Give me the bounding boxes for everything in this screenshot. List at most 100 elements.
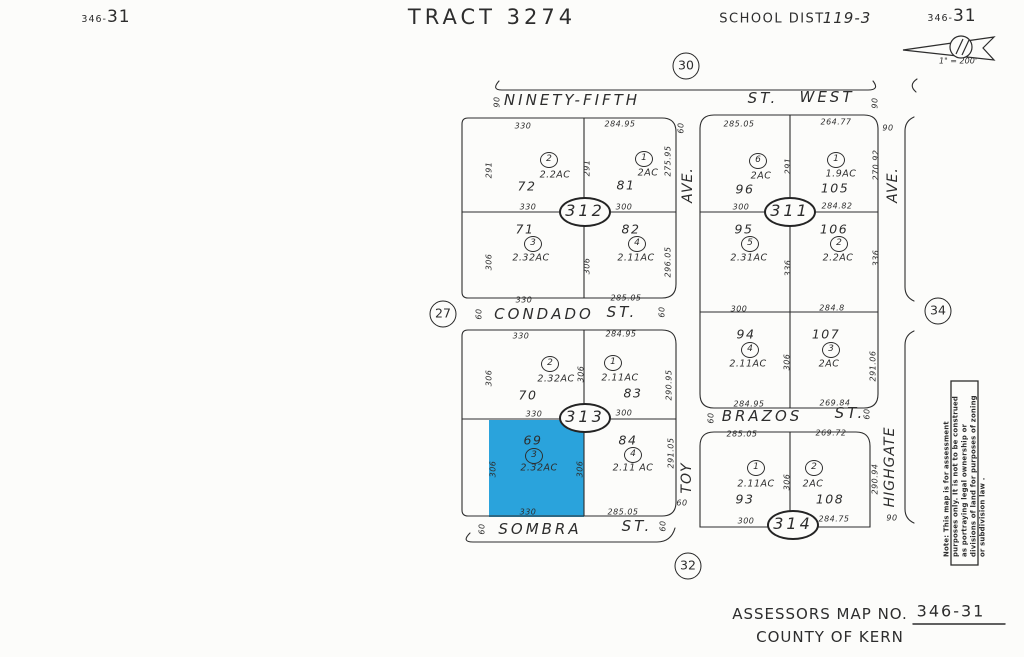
street-width: 60 [658, 520, 668, 532]
parcel-lot-number: 84 [618, 432, 638, 448]
parcel-acreage: 1.9AC [825, 168, 857, 180]
dimension: 284.75 [818, 514, 850, 524]
county-label: COUNTY OF KERN [756, 628, 904, 646]
parcel-seq-circle: 2 [540, 152, 558, 168]
assessors-map-label: ASSESSORS MAP NO. [732, 605, 908, 623]
dimension: 269.72 [815, 428, 847, 438]
parcel-acreage: 2AC [802, 478, 824, 490]
page-title: TRACT 3274 [407, 5, 577, 29]
dimension: 300 [615, 408, 633, 418]
parcel-acreage: 2.2AC [822, 252, 854, 264]
parcel-lot-number: 83 [623, 385, 643, 401]
parcel-lot-number: 71 [515, 221, 535, 237]
dimension: 284.95 [605, 329, 637, 339]
note-box-border [950, 380, 979, 566]
parcel-seq-circle: 2 [541, 356, 559, 372]
street-width: 90 [882, 123, 894, 133]
dimension: 285.05 [723, 119, 755, 129]
parcel-lot-number: 106 [819, 221, 849, 237]
map-number-suffix: 31 [952, 6, 977, 26]
parcel-acreage: 2.11 AC [612, 462, 654, 474]
block-312-outline [461, 117, 677, 299]
parcel-seq-circle: 5 [741, 236, 759, 252]
dimension: 306 [484, 253, 494, 271]
parcel-seq-circle: 1 [747, 460, 765, 476]
street-ref-circle: 32 [674, 552, 702, 580]
block-number: 314 [767, 510, 819, 540]
parcel-acreage: 2.32AC [512, 252, 550, 264]
dimension: 306 [782, 353, 792, 371]
map-number-suffix: 31 [106, 7, 131, 27]
block-313-outline [461, 329, 677, 517]
dimension: 291 [484, 161, 494, 179]
parcel-seq-circle: 1 [604, 355, 622, 371]
street-type: ST. [747, 89, 779, 107]
parcel-seq-circle: 3 [524, 236, 542, 252]
parcel-acreage: 2.32AC [520, 462, 558, 474]
dimension: 306 [782, 473, 792, 491]
parcel-lot-number: 93 [735, 491, 755, 507]
dimension: 306 [484, 369, 494, 387]
dimension: 306 [488, 460, 498, 478]
block-number: 313 [559, 403, 611, 433]
dimension: 300 [732, 202, 750, 212]
dimension: 284.95 [733, 399, 765, 409]
parcel-seq-circle: 1 [827, 152, 845, 168]
dimension: 275.95 [663, 145, 673, 177]
dimension: 291.06 [868, 350, 878, 382]
dimension: 336 [783, 259, 793, 277]
dimension: 330 [519, 202, 537, 212]
dimension: 300 [615, 202, 633, 212]
dimension: 306 [576, 365, 586, 383]
dimension: 306 [582, 257, 592, 275]
dimension: 291 [582, 159, 592, 177]
map-number-top-right: 346-31 [927, 6, 976, 26]
street-name: BRAZOS [721, 407, 803, 425]
dimension: 291.05 [666, 437, 676, 469]
parcel-seq-circle: 4 [624, 447, 642, 463]
street-line-highgate-south [904, 330, 915, 524]
parcel-acreage: 2AC [750, 170, 772, 182]
parcel-seq-circle: 3 [525, 448, 543, 464]
dimension: 330 [525, 409, 543, 419]
map-number-prefix: 346- [81, 14, 107, 25]
dimension: 330 [515, 295, 533, 305]
dimension: 284.8 [819, 303, 845, 313]
parcel-acreage: 2.11AC [737, 478, 775, 490]
street-width: 60 [657, 306, 667, 318]
parcel-acreage: 2.31AC [730, 252, 768, 264]
parcel-lot-number: 108 [815, 491, 845, 507]
street-line-highgate-north [904, 116, 915, 302]
street-width: 60 [676, 122, 686, 134]
dimension: 300 [737, 516, 755, 526]
parcel-lot-number: 81 [616, 177, 636, 193]
block-314-outline [699, 431, 871, 528]
street-type: ST. [606, 303, 638, 321]
street-type: ST. [834, 404, 866, 422]
parcel-acreage: 2AC [637, 167, 659, 179]
parcel-lot-number: 72 [517, 178, 537, 194]
street-suffix: WEST [799, 88, 855, 106]
dimension: 306 [575, 460, 585, 478]
parcel-lot-number: 105 [820, 180, 850, 196]
parcel-lot-number: 69 [523, 432, 543, 448]
street-name: HIGHGATE [882, 426, 898, 508]
street-type: AVE. [885, 167, 901, 203]
parcel-seq-circle: 2 [805, 460, 823, 476]
parcel-lot-number: 96 [735, 181, 755, 197]
school-district-label: SCHOOL DIST [719, 11, 825, 27]
parcel-seq-circle: 4 [741, 342, 759, 358]
parcel-lot-number: 94 [736, 326, 756, 342]
parcel-acreage: 2.2AC [539, 169, 571, 181]
scale-note: 1" = 200' [938, 56, 978, 66]
parcel-seq-circle: 4 [628, 236, 646, 252]
dimension: 284.82 [821, 201, 853, 211]
parcel-seq-circle: 1 [635, 151, 653, 167]
selected-parcel-highlight[interactable] [489, 420, 584, 517]
parcel-seq-circle: 2 [830, 236, 848, 252]
parcel-lot-number: 95 [734, 221, 754, 237]
block-311-outline [699, 114, 879, 409]
street-name: TOY [679, 462, 695, 494]
